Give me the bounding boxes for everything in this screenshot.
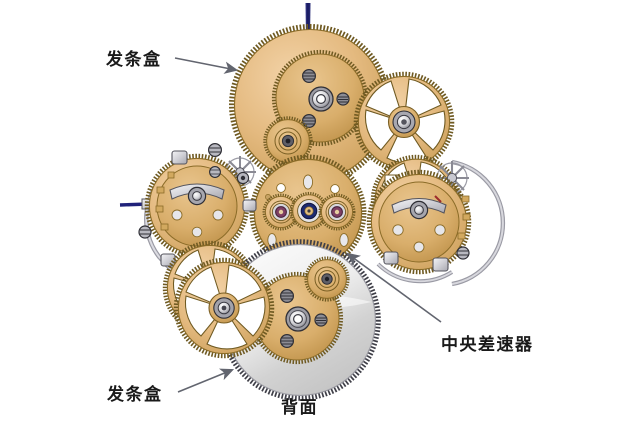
arrow-differential (346, 252, 442, 323)
top-pinion-wheel (263, 116, 313, 166)
left-arc-screws (138, 143, 257, 267)
annotation-arrows (174, 57, 442, 393)
label-mainspring-barrel-top: 发条盒 (106, 50, 162, 69)
lower-mid-spoked-wheel (173, 257, 275, 359)
left-tourbillon-assembly (119, 143, 257, 284)
upper-right-spoked-wheel (353, 71, 455, 173)
arrow-barrel-top (174, 57, 239, 74)
bottom-barrel-screws (280, 289, 328, 349)
bottom-small-wheel (304, 256, 350, 302)
right-tourbillon-assembly (366, 159, 506, 287)
differential-gear-left (262, 193, 300, 231)
differential-gear-right (318, 193, 356, 231)
barrel-screws (302, 68, 350, 128)
right-arc-screws (383, 246, 470, 272)
label-central-differential: 中央差速器 (441, 335, 534, 354)
label-mainspring-barrel-bottom: 发条盒 (107, 385, 163, 404)
label-back-side: 背面 (281, 398, 318, 417)
arrow-barrel-bottom (177, 368, 235, 393)
differential-gear-center (289, 191, 329, 231)
